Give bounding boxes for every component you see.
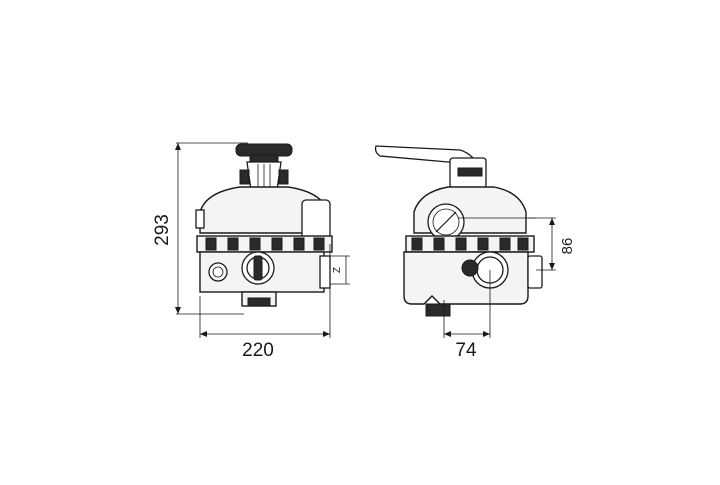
front-flange: [196, 235, 333, 253]
width-label: 220: [242, 340, 274, 361]
side-flange: [405, 235, 535, 253]
front-small-port: [208, 262, 228, 282]
height-label: 293: [152, 214, 173, 246]
side-height-label: 86: [559, 238, 576, 255]
port-height-label: Z: [332, 267, 343, 273]
side-lower-body: [403, 251, 529, 305]
front-view: [195, 143, 333, 307]
front-side-port: [301, 199, 331, 241]
side-view: [374, 145, 543, 317]
side-bottom-outlet: [425, 303, 451, 317]
front-handle: [235, 143, 293, 191]
dimension-lines: [175, 142, 556, 338]
offset-label: 74: [455, 340, 477, 361]
